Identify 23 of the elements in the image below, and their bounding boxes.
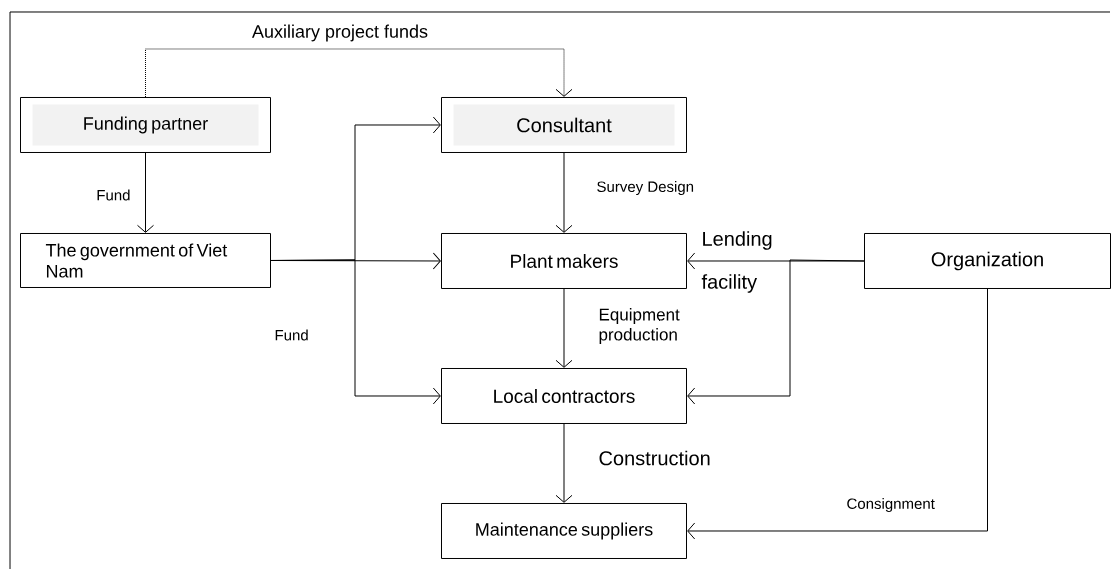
arrow xyxy=(687,288,988,540)
process-box: The government of Viet Nam xyxy=(20,233,271,288)
edge-label: Consignment xyxy=(847,498,935,512)
process-box: Organization xyxy=(864,233,1111,289)
process-box: Maintenance suppliers xyxy=(441,503,687,559)
edge-label: Survey Design xyxy=(597,181,694,195)
edge-label: Lending facility xyxy=(701,231,772,293)
arrow xyxy=(555,152,573,233)
edge-label: Fund xyxy=(97,189,130,201)
edge-label: Fund xyxy=(275,329,308,341)
edge-label: Auxiliary project funds xyxy=(252,24,428,42)
edge-label: Construction xyxy=(599,450,710,466)
arrow xyxy=(270,259,441,405)
arrow xyxy=(137,152,154,233)
process-box: Consultant xyxy=(441,97,687,153)
process-box: Plant makers xyxy=(441,233,687,289)
arrow xyxy=(145,48,573,98)
process-box: Local contractors xyxy=(441,368,687,424)
arrow xyxy=(687,259,865,405)
arrow xyxy=(555,423,573,503)
process-box: Funding partner xyxy=(20,97,271,153)
arrow xyxy=(555,288,573,368)
edge-label: Equipment production xyxy=(599,308,680,344)
